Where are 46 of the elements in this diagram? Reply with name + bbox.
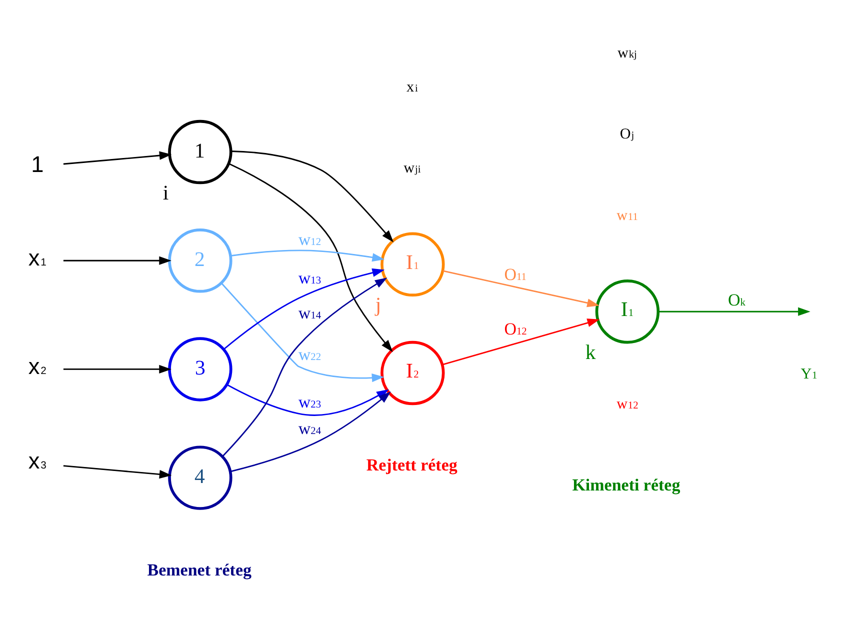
arrow <box>228 162 393 352</box>
label: xi <box>406 78 418 95</box>
node-circle: I1 <box>380 232 445 296</box>
arrow <box>220 282 384 382</box>
label: Bemenet réteg <box>147 560 252 579</box>
node-circle: 1 <box>168 119 232 184</box>
arrow <box>63 364 172 374</box>
node-label: j <box>375 293 382 316</box>
edge-label: w12 <box>298 229 322 248</box>
arrow <box>442 318 600 365</box>
node-text: 1 <box>31 150 44 177</box>
label: w12 <box>616 396 638 412</box>
label: Oj <box>620 126 634 142</box>
arrow <box>63 464 172 478</box>
node-circle: 4 <box>168 445 232 510</box>
node-circle: I1 <box>595 279 660 344</box>
node-circle: 2 <box>168 228 232 292</box>
arrow <box>230 249 385 262</box>
label: Kimeneti réteg <box>572 474 680 494</box>
arrow <box>63 256 172 264</box>
edge-label: w13 <box>298 268 322 288</box>
arrow <box>63 150 172 164</box>
node-label: k <box>585 340 596 364</box>
edge-label: w22 <box>298 344 322 364</box>
node-text: x3 <box>28 447 46 474</box>
edge-label: O11 <box>504 264 527 284</box>
edge-label: Ok <box>728 290 746 309</box>
arrow <box>222 277 388 456</box>
label: wkj <box>618 44 637 61</box>
node-text: x1 <box>28 244 46 270</box>
arrow <box>230 391 391 472</box>
node-label: i <box>162 180 169 204</box>
label: wji <box>404 160 421 176</box>
label: Y1 <box>800 366 818 382</box>
label: Rejtett réteg <box>366 455 458 474</box>
node-text: x2 <box>28 352 46 379</box>
arrow <box>658 306 810 316</box>
node-circle: 3 <box>168 336 232 401</box>
edge-label: w23 <box>298 392 322 411</box>
edge-label: w14 <box>298 303 322 322</box>
arrow <box>223 268 385 350</box>
label: w11 <box>616 207 638 224</box>
arrow <box>442 270 600 307</box>
arrow <box>231 150 394 242</box>
edge-label: w24 <box>298 418 322 438</box>
edge-label: O12 <box>504 319 527 338</box>
